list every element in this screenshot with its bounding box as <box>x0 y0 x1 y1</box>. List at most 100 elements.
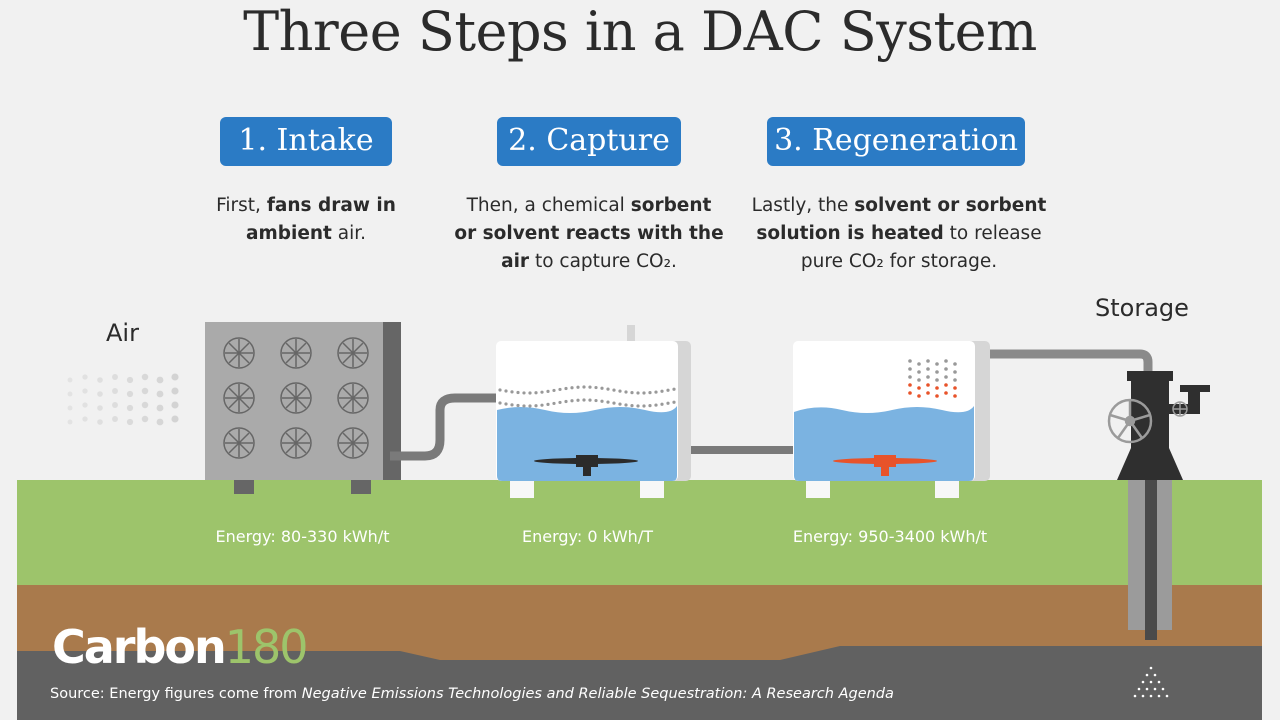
desc-text: Then, a chemical <box>466 195 631 216</box>
co2-dot <box>666 401 670 405</box>
air-dot <box>141 401 149 409</box>
injection-dot <box>1137 687 1141 691</box>
desc-bold: sorbent <box>630 195 712 216</box>
co2-dot <box>540 403 544 407</box>
co2-dot <box>504 389 508 393</box>
injection-dot <box>1145 687 1149 691</box>
step-description-regeneration: Lastly, the solvent or sorbent solution … <box>744 192 1054 276</box>
co2-dot <box>672 387 676 391</box>
co2-dot <box>528 404 532 408</box>
co2-dot <box>660 402 664 406</box>
co2-dot <box>672 400 676 404</box>
source-prefix: Source: Energy figures come from <box>50 686 302 702</box>
co2-dot <box>612 401 616 405</box>
air-dot <box>171 373 179 381</box>
page-title: Three Steps in a DAC System <box>243 0 1037 63</box>
co2-dot <box>630 391 634 395</box>
air-dot <box>171 401 179 409</box>
desc-bold: solvent or sorbent <box>854 195 1047 216</box>
co2-dot <box>606 400 610 404</box>
injection-dot <box>1141 694 1145 698</box>
source-note: Source: Energy figures come from Negativ… <box>50 686 894 702</box>
fan-icon <box>337 382 369 414</box>
air-dot <box>126 418 134 426</box>
air-dot <box>112 402 118 408</box>
co2-release-dot <box>917 378 921 382</box>
co2-dot <box>648 391 652 395</box>
co2-dot <box>660 389 664 393</box>
carbon180-logo: Carbon180 <box>52 620 309 674</box>
co2-dot <box>642 391 646 395</box>
co2-dot <box>552 401 556 406</box>
co2-release-dot <box>926 367 930 371</box>
co2-release-dot <box>917 386 921 390</box>
step-description-capture: Then, a chemical sorbent or solvent reac… <box>449 192 729 276</box>
fan-icon <box>337 427 369 459</box>
co2-dot <box>600 399 604 403</box>
co2-dot <box>612 388 616 392</box>
co2-dot <box>546 389 550 393</box>
air-dot <box>67 377 73 383</box>
air-dot <box>156 418 164 426</box>
co2-dot <box>510 390 514 394</box>
co2-dot <box>546 402 550 406</box>
co2-dot <box>516 390 520 395</box>
co2-dot <box>618 402 622 406</box>
injection-dot <box>1149 680 1153 684</box>
air-dot <box>126 390 134 398</box>
fan-icon <box>280 427 312 459</box>
storage-label: Storage <box>1095 294 1189 322</box>
pipe-capture-to-regen <box>686 446 796 454</box>
fan-icon <box>223 337 255 369</box>
injection-dot <box>1157 680 1161 684</box>
logo-part1: Carbon <box>52 620 227 674</box>
co2-dot <box>648 404 652 408</box>
well-pipes <box>1128 480 1172 640</box>
air-dot <box>82 388 88 394</box>
desc-text: to release <box>943 223 1042 244</box>
co2-dot <box>498 401 502 405</box>
co2-dot <box>522 404 526 408</box>
small-valve-icon[interactable] <box>1172 401 1188 417</box>
valve-wheel-icon[interactable] <box>1107 398 1153 444</box>
co2-dot <box>564 386 568 391</box>
source-title: Negative Emissions Technologies and Reli… <box>301 686 894 702</box>
co2-dot <box>594 385 598 390</box>
desc-text: Lastly, the <box>751 195 855 216</box>
co2-injection-dots <box>1133 666 1169 698</box>
co2-release-dot <box>935 362 939 366</box>
co2-release-dot <box>944 359 948 363</box>
injection-dot <box>1161 687 1165 691</box>
injection-dot <box>1165 694 1169 698</box>
rock-layer <box>17 646 1262 720</box>
co2-release-dot <box>953 394 957 398</box>
desc-bold: air <box>501 251 530 272</box>
air-dot <box>97 377 103 383</box>
air-dot <box>171 415 179 423</box>
co2-dot <box>504 402 508 406</box>
co2-release-dot <box>926 383 930 387</box>
co2-release-dot <box>926 359 930 363</box>
co2-release-dot <box>908 367 912 371</box>
co2-dot <box>564 399 568 404</box>
co2-release-dot <box>908 383 912 387</box>
air-dot <box>97 419 103 425</box>
pipe-regen-to-storage <box>985 349 1153 375</box>
air-dot <box>141 415 149 423</box>
co2-dot <box>642 404 646 408</box>
desc-text: First, <box>216 195 267 216</box>
co2-release-dot <box>944 367 948 371</box>
air-dot <box>67 419 73 425</box>
injection-dot <box>1133 694 1137 698</box>
air-dot <box>67 405 73 411</box>
co2-dot <box>636 404 640 408</box>
desc-bold: ambient <box>245 223 332 244</box>
co2-release-dot <box>953 378 957 382</box>
co2-dot <box>600 386 604 390</box>
grass <box>17 480 1262 586</box>
fan-icon <box>337 337 369 369</box>
energy-regeneration: Energy: 950-3400 kWh/t <box>792 527 988 546</box>
air-dot <box>82 416 88 422</box>
desc-bold: or solvent reacts with the <box>454 223 724 244</box>
